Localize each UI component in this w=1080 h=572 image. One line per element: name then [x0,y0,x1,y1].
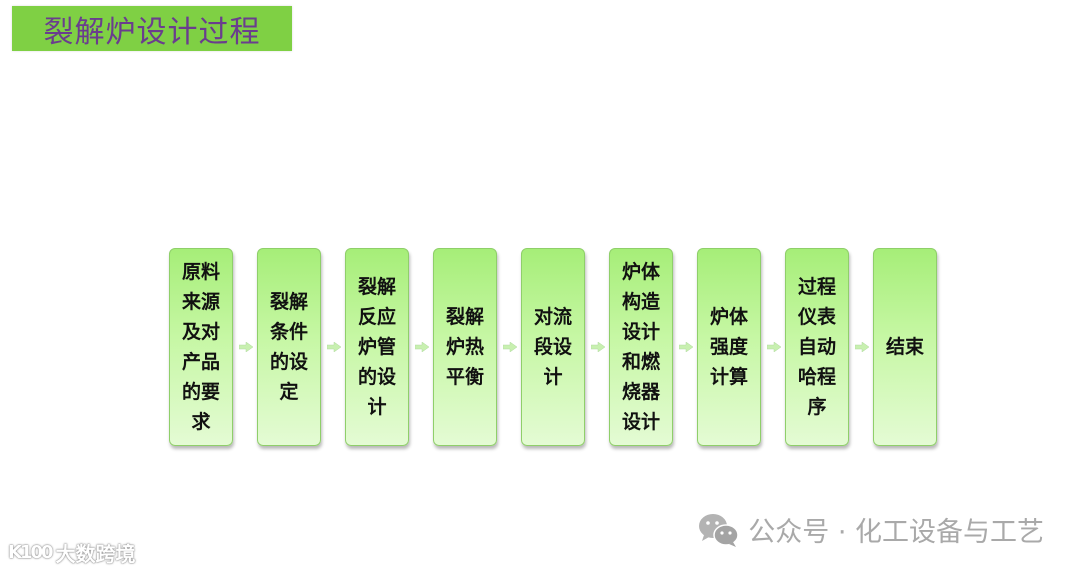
step-label: 原料来源及对产品的要求 [181,261,220,433]
right-arrow-icon [415,342,429,352]
step-label: 炉体强度计算 [709,306,748,388]
step-end: 结束 [873,248,937,446]
watermark: 公众号 · 化工设备与工艺 [698,510,1044,549]
step-label: 对流段设计 [533,306,572,388]
step-strength-calculation: 炉体强度计算 [697,248,761,446]
step-label: 结束 [885,336,924,358]
right-arrow-icon [679,342,693,352]
step-reaction-tube-design: 裂解反应炉管的设计 [345,248,409,446]
title-banner: 裂解炉设计过程 [12,6,292,51]
step-label: 裂解条件的设定 [269,291,308,403]
step-label: 炉体构造设计和燃烧器设计 [621,261,660,433]
right-arrow-icon [767,342,781,352]
step-furnace-burner-design: 炉体构造设计和燃烧器设计 [609,248,673,446]
right-arrow-icon [591,342,605,352]
step-raw-material: 原料来源及对产品的要求 [169,248,233,446]
corner-logo-text: 大数跨境 [55,542,136,566]
step-cracking-conditions: 裂解条件的设定 [257,248,321,446]
step-convection-design: 对流段设计 [521,248,585,446]
page-title: 裂解炉设计过程 [43,14,261,50]
k100-logo-icon: K100 [8,542,54,563]
corner-logo: K100 大数跨境 [8,538,136,567]
right-arrow-icon [503,342,517,352]
step-instrumentation: 过程仪表自动哈程序 [785,248,849,446]
right-arrow-icon [239,342,253,352]
wechat-icon [699,513,739,547]
watermark-text: 公众号 · 化工设备与工艺 [748,517,1044,548]
right-arrow-icon [327,342,341,352]
step-heat-balance: 裂解炉热平衡 [433,248,497,446]
step-label: 裂解炉热平衡 [445,306,484,388]
step-label: 裂解反应炉管的设计 [357,276,396,418]
step-label: 过程仪表自动哈程序 [797,276,836,418]
right-arrow-icon [855,342,869,352]
